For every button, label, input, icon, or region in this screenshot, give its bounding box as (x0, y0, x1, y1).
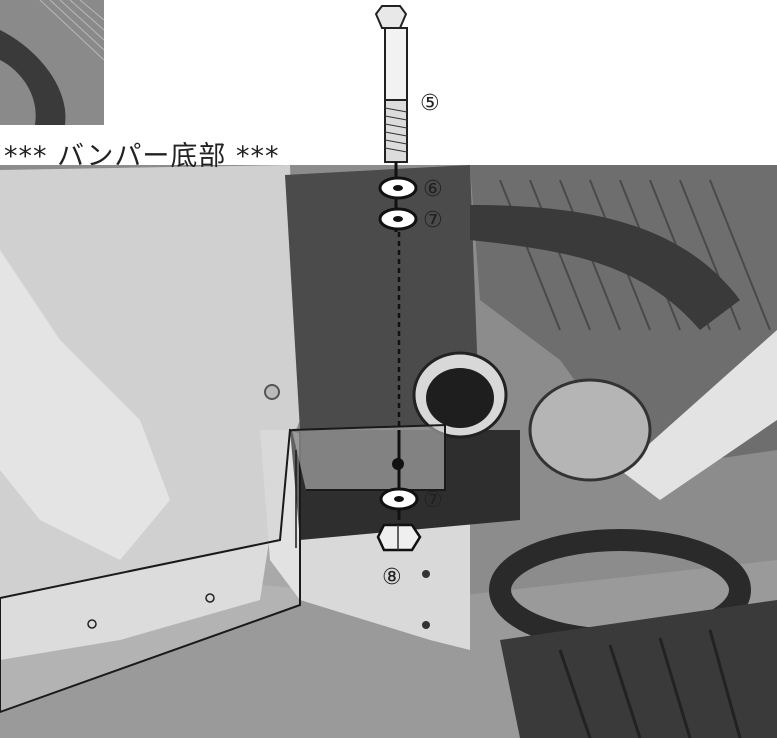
washer-icon (378, 207, 418, 231)
part-number-washer-low: ⑦ (423, 488, 443, 513)
washer-icon (379, 487, 419, 511)
plate-hole (422, 621, 430, 629)
bracket-hole (87, 619, 97, 629)
bracket-top (291, 423, 446, 491)
hex-nut-icon (376, 523, 422, 552)
clip-hole (264, 384, 280, 400)
bumper-highlight (0, 250, 170, 560)
suspension-part (528, 378, 652, 482)
tire (500, 600, 777, 738)
hex-bolt-icon (374, 5, 408, 163)
inset-texture (39, 0, 105, 61)
tire-tread (558, 629, 742, 738)
duct-opening (426, 368, 494, 428)
part-number-washer-top: ⑥ (423, 177, 443, 202)
hose (470, 205, 740, 330)
crossmember (620, 330, 777, 500)
part-number-bolt: ⑤ (420, 91, 440, 116)
plate-hole (422, 570, 430, 578)
page-title: *** バンパー底部 *** (4, 141, 280, 172)
inset-ring (0, 30, 66, 125)
part-number-nut: ⑧ (382, 565, 402, 590)
part-number-washer-mid: ⑦ (423, 208, 443, 233)
title-box (0, 125, 316, 165)
bracket-hole (205, 593, 215, 603)
washer-icon (378, 176, 418, 200)
